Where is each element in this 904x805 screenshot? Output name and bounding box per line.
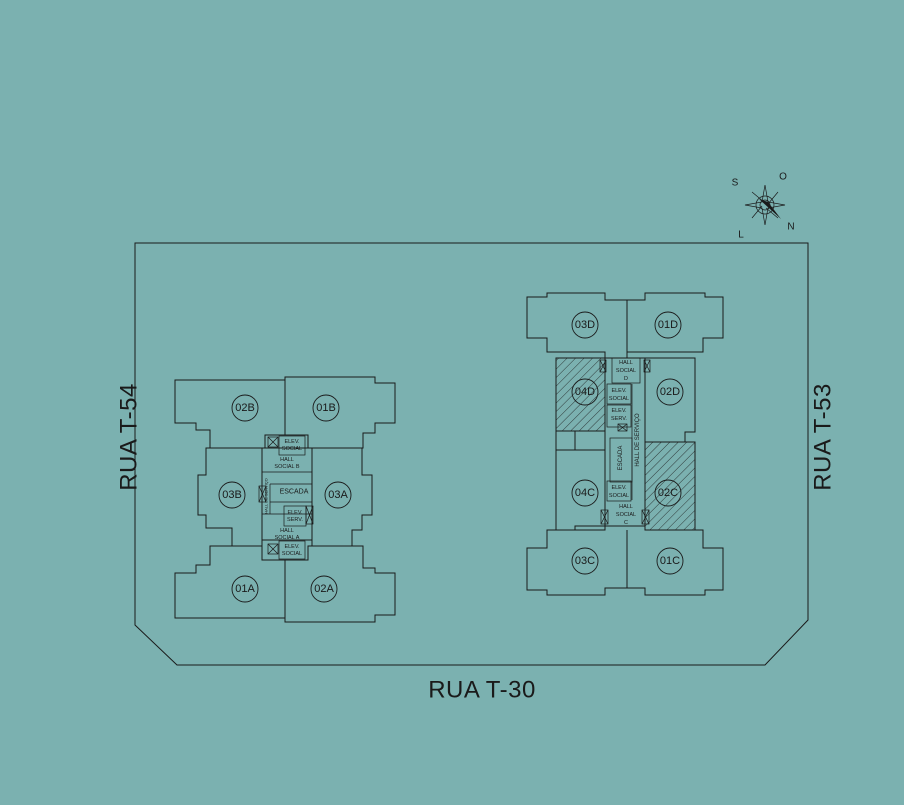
unit-01B[interactable]: 01B [312,394,340,422]
tower-cd-elev-social-top-2: SOCIAL [609,396,629,402]
compass-rose: S O L N [732,172,795,241]
street-right: RUA T-53 [810,383,837,491]
svg-text:02A: 02A [314,583,334,595]
unit-03B[interactable]: 03B [218,481,246,509]
tower-cd-elev-social-top: ELEV. [611,388,627,394]
unit-04D-area [555,357,606,432]
tower-ab-hall-social-b: HALL [280,457,294,463]
tower-cd-elev-social-bottom-2: SOCIAL [609,493,629,499]
svg-text:01C: 01C [660,555,680,567]
tower-cd-left-wing-upper [555,430,576,451]
svg-text:04D: 04D [575,386,595,398]
compass-n: N [787,222,794,233]
svg-text:03C: 03C [575,555,595,567]
tower-cd-escada: ESCADA [618,446,624,471]
tower-ab-left-wing [197,447,263,547]
tower-ab-hall-social-a-2: SOCIAL A [275,535,300,541]
tower-cd-hall-social-c-2: SOCIAL [616,512,636,518]
tower-ab-elev-social-top: ELEV. [284,439,300,445]
tower-ab-elev-social-bottom: ELEV. [284,544,300,550]
tower-cd-hall-social-c: HALL [619,504,633,510]
tower-ab-hall-social-a: HALL [280,528,294,534]
unit-04C[interactable]: 04C [571,479,599,507]
svg-text:03A: 03A [328,489,348,501]
svg-text:02D: 02D [660,386,680,398]
tower-cd-hall-servico: HALL DE SERVIÇO [635,413,641,467]
compass-s: S [732,178,739,189]
unit-02D[interactable]: 02D [656,378,684,406]
tower-a-b: ELEV. SOCIAL HALL SOCIAL B ESCADA HALL D… [174,376,396,623]
compass-o: O [779,172,787,183]
svg-text:01D: 01D [658,319,678,331]
compass-l: L [738,230,744,241]
tower-ab-escada: ESCADA [280,489,309,496]
unit-02C-area [644,441,696,531]
north-arrow-icon [759,199,781,219]
svg-text:03D: 03D [575,319,595,331]
svg-text:04C: 04C [575,487,595,499]
tower-cd-upper-block [526,292,724,359]
unit-01C[interactable]: 01C [656,547,684,575]
tower-ab-upper-block [174,376,396,449]
unit-01D[interactable]: 01D [654,311,682,339]
tower-ab-hall-social-b-2: SOCIAL B [274,464,299,470]
street-left: RUA T-54 [116,383,143,491]
svg-text:02B: 02B [235,402,255,414]
tower-cd-lower-block [526,525,724,596]
tower-c-d: HALL SOCIAL D ELEV. SOCIAL ELEV. SERV. E… [526,292,724,596]
lot-boundary [134,242,809,666]
tower-cd-hall-social-d-2: SOCIAL [616,368,636,374]
unit-03A[interactable]: 03A [324,481,352,509]
tower-ab-hall-servico: HALL DE SERVIÇO [264,478,269,514]
street-bottom: RUA T-30 [428,677,536,704]
svg-text:01B: 01B [316,402,336,414]
tower-ab-lower-block [174,545,396,623]
tower-cd-elev-serv-2: SERV. [611,416,627,422]
unit-02B[interactable]: 02B [231,394,259,422]
tower-cd-right-wing-upper [644,357,696,443]
unit-02A[interactable]: 02A [310,575,338,603]
tower-cd-hall-social-c-3: C [624,520,628,526]
tower-cd-elev-social-bottom: ELEV. [611,485,627,491]
compass-star-icon [744,184,786,226]
tower-ab-elev-serv: ELEV. [287,510,303,516]
svg-text:01A: 01A [235,583,255,595]
tower-ab-elev-social-top-2: SOCIAL [282,446,302,452]
svg-text:02C: 02C [658,487,678,499]
unit-01A[interactable]: 01A [231,575,259,603]
tower-cd-elev-serv: ELEV. [611,408,627,414]
tower-ab-elev-serv-2: SERV. [287,517,303,523]
tower-cd-hall-social-d: HALL [619,360,633,366]
unit-03C[interactable]: 03C [571,547,599,575]
unit-04D[interactable]: 04D [571,378,599,406]
unit-03D[interactable]: 03D [571,311,599,339]
tower-ab-elev-social-bottom-2: SOCIAL [282,551,302,557]
unit-02C[interactable]: 02C [654,479,682,507]
tower-cd-hall-social-d-3: D [624,376,628,382]
svg-text:03B: 03B [222,489,242,501]
